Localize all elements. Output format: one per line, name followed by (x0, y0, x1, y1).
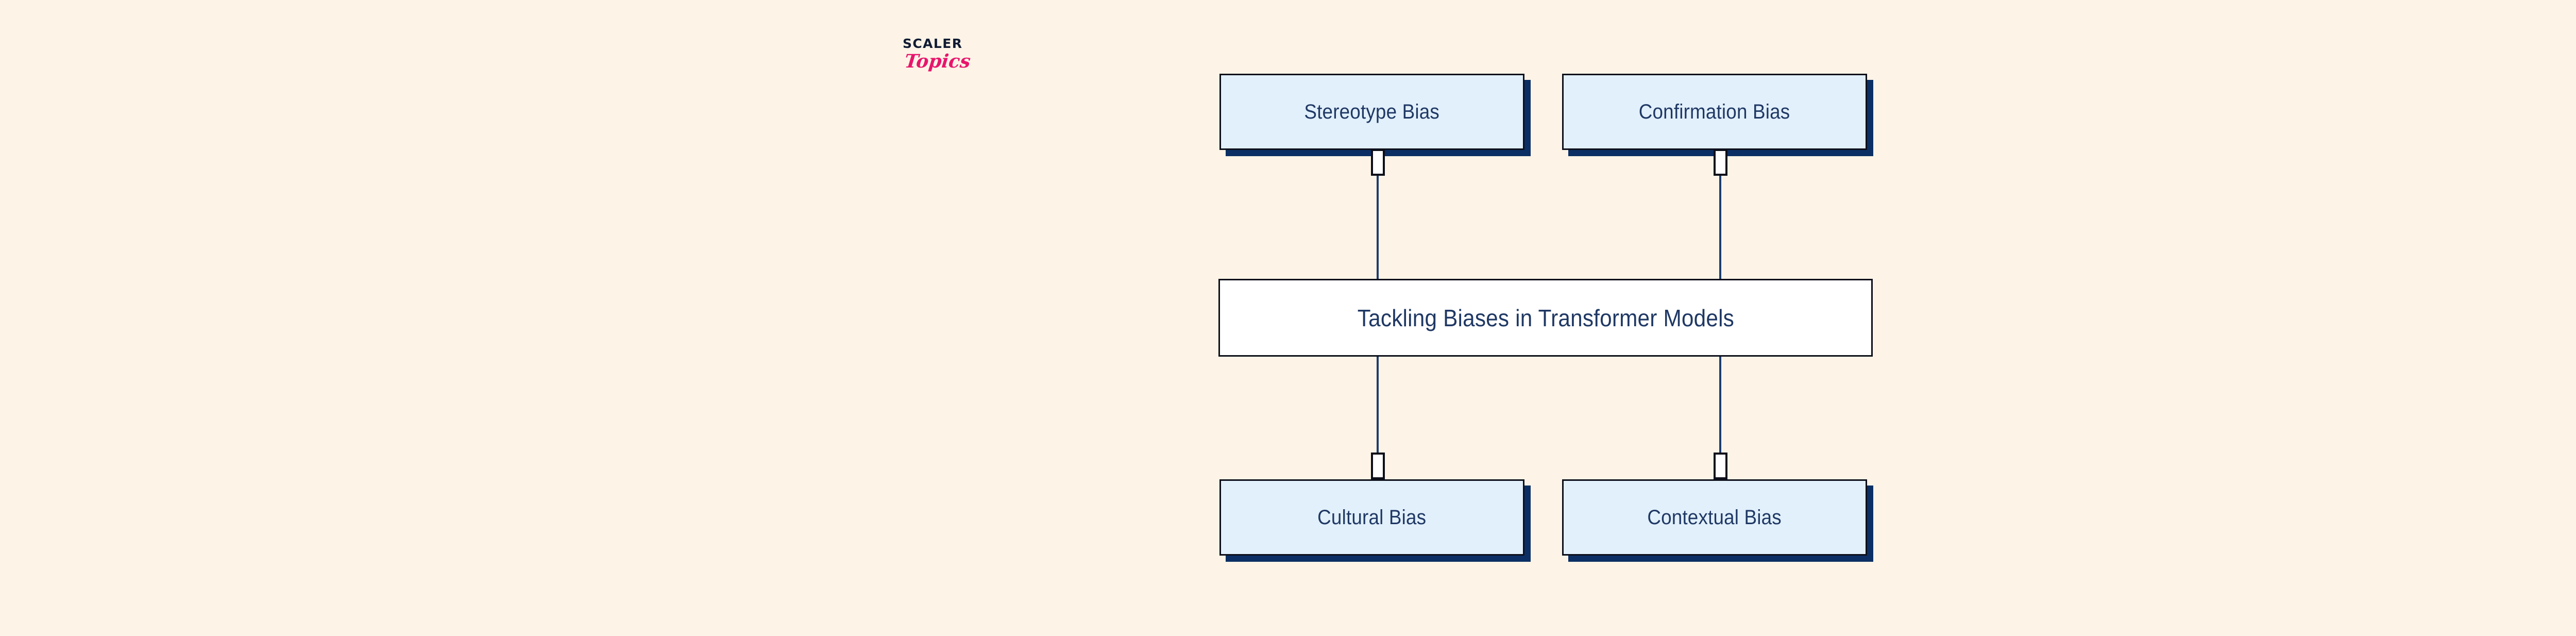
edge-notch-confirmation (1714, 149, 1727, 176)
node-label-confirmation-bias: Confirmation Bias (1639, 100, 1790, 123)
scaler-topics-logo: SCALER Topics (903, 37, 1011, 89)
node-contextual-bias[interactable]: Contextual Bias (1562, 479, 1867, 556)
edge-confirmation-to-root (1719, 170, 1721, 281)
node-cultural-bias[interactable]: Cultural Bias (1219, 479, 1524, 556)
edge-root-to-contextual (1719, 355, 1721, 465)
logo-wordmark-topics: Topics (903, 51, 972, 72)
node-confirmation-bias[interactable]: Confirmation Bias (1562, 74, 1867, 150)
edge-notch-cultural (1371, 453, 1385, 479)
node-label-cultural-bias: Cultural Bias (1317, 506, 1427, 529)
edge-notch-stereotype (1371, 149, 1385, 176)
node-root-tackling-biases[interactable]: Tackling Biases in Transformer Models (1218, 279, 1873, 357)
node-stereotype-bias[interactable]: Stereotype Bias (1219, 74, 1524, 150)
edge-root-to-cultural (1377, 355, 1379, 465)
node-label-root: Tackling Biases in Transformer Models (1357, 304, 1734, 331)
logo-wordmark-scaler: SCALER (903, 36, 963, 51)
node-label-stereotype-bias: Stereotype Bias (1304, 100, 1440, 123)
edge-notch-contextual (1714, 453, 1727, 479)
node-label-contextual-bias: Contextual Bias (1647, 506, 1782, 529)
edge-stereotype-to-root (1377, 170, 1379, 281)
